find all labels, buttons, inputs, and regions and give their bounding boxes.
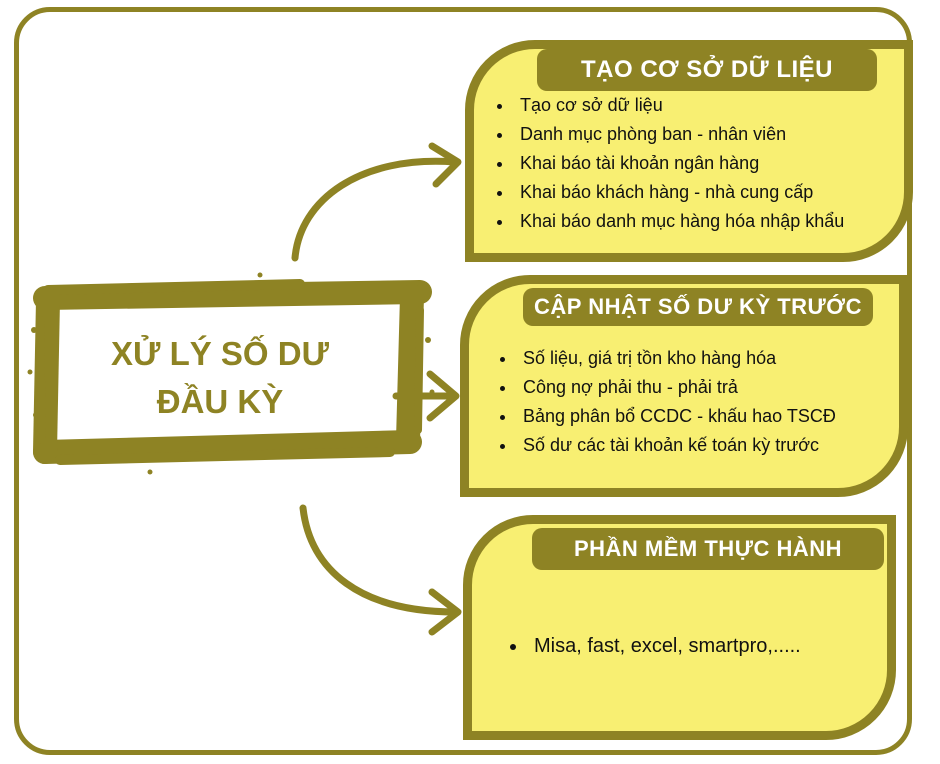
- list-item: Danh mục phòng ban - nhân viên: [514, 120, 844, 149]
- arrow-to-section-2: [392, 370, 460, 422]
- list-item: Số dư các tài khoản kế toán kỳ trước: [517, 431, 836, 460]
- section-title-database: TẠO CƠ SỞ DỮ LIỆU: [537, 49, 877, 91]
- list-item: Số liệu, giá trị tồn kho hàng hóa: [517, 344, 836, 373]
- list-item: Khai báo tài khoản ngân hàng: [514, 149, 844, 178]
- arrow-to-section-1: [291, 142, 462, 262]
- list-item: Công nợ phải thu - phải trả: [517, 373, 836, 402]
- list-item: Tạo cơ sở dữ liệu: [514, 91, 844, 120]
- list-item: Misa, fast, excel, smartpro,.....: [528, 632, 801, 661]
- center-title: XỬ LÝ SỐ DƯ ĐẦU KỲ: [70, 330, 370, 426]
- outer-frame: [14, 7, 912, 755]
- section-card-update-balance: CẬP NHẬT SỐ DƯ KỲ TRƯỚC Số liệu, giá trị…: [460, 275, 908, 497]
- list-item: Khai báo danh mục hàng hóa nhập khẩu: [514, 207, 844, 236]
- arrow-to-section-3: [299, 504, 462, 636]
- section-card-database: TẠO CƠ SỞ DỮ LIỆU Tạo cơ sở dữ liệu Danh…: [465, 40, 913, 262]
- list-item: Khai báo khách hàng - nhà cung cấp: [514, 178, 844, 207]
- section-card-software: PHẦN MỀM THỰC HÀNH Misa, fast, excel, sm…: [463, 515, 896, 740]
- brush-stroke-box: [33, 279, 432, 465]
- section-list-database: Tạo cơ sở dữ liệu Danh mục phòng ban - n…: [496, 91, 844, 236]
- section-title-software: PHẦN MỀM THỰC HÀNH: [532, 528, 884, 570]
- section-list-update-balance: Số liệu, giá trị tồn kho hàng hóa Công n…: [499, 344, 836, 460]
- center-title-line1: XỬ LÝ SỐ DƯ: [111, 335, 329, 372]
- section-list-software: Misa, fast, excel, smartpro,.....: [510, 632, 801, 661]
- list-item: Bảng phân bổ CCDC - khấu hao TSCĐ: [517, 402, 836, 431]
- section-title-update-balance: CẬP NHẬT SỐ DƯ KỲ TRƯỚC: [523, 288, 873, 326]
- center-title-line2: ĐẦU KỲ: [156, 383, 284, 420]
